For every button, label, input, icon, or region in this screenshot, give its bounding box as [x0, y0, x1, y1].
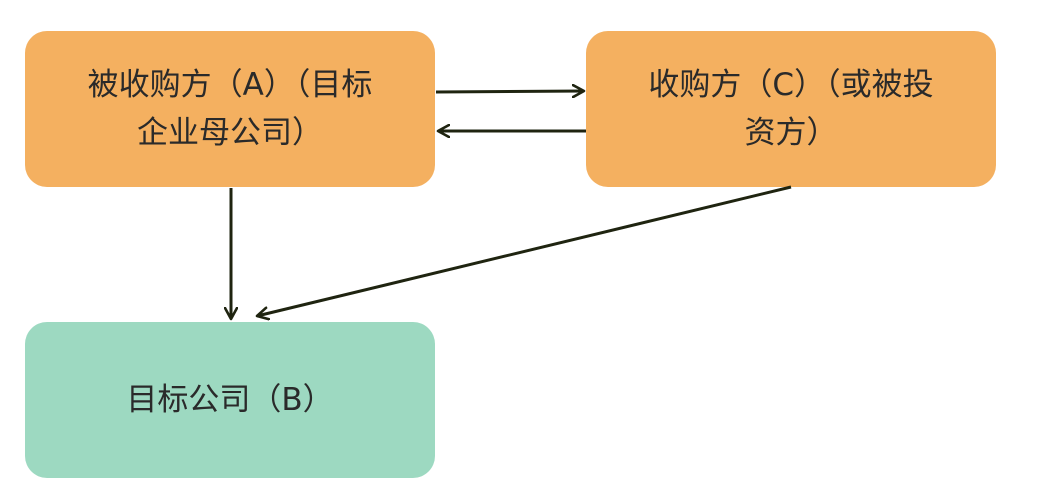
node-acquiree-line2: 企业母公司）	[137, 115, 323, 151]
node-acquirer-c: 收购方（C）（或被投 资方）	[586, 31, 996, 187]
node-acquirer-line2: 资方）	[744, 115, 838, 151]
node-acquiree-a: 被收购方（A）（目标 企业母公司）	[25, 31, 435, 187]
node-acquirer-line1: 收购方（C）（或被投	[648, 66, 934, 103]
node-target-line1: 目标公司（B）	[126, 381, 334, 418]
arrow-acquiree-to-acquirer	[435, 91, 584, 92]
node-acquiree-label: 被收购方（A）（目标 企业母公司）	[88, 61, 373, 157]
node-acquirer-label: 收购方（C）（或被投 资方）	[648, 61, 933, 157]
node-target-b: 目标公司（B）	[25, 322, 435, 478]
arrow-acquirer-to-target	[257, 185, 792, 316]
node-target-label: 目标公司（B）	[126, 376, 333, 424]
node-acquiree-line1: 被收购方（A）（目标	[87, 66, 373, 103]
